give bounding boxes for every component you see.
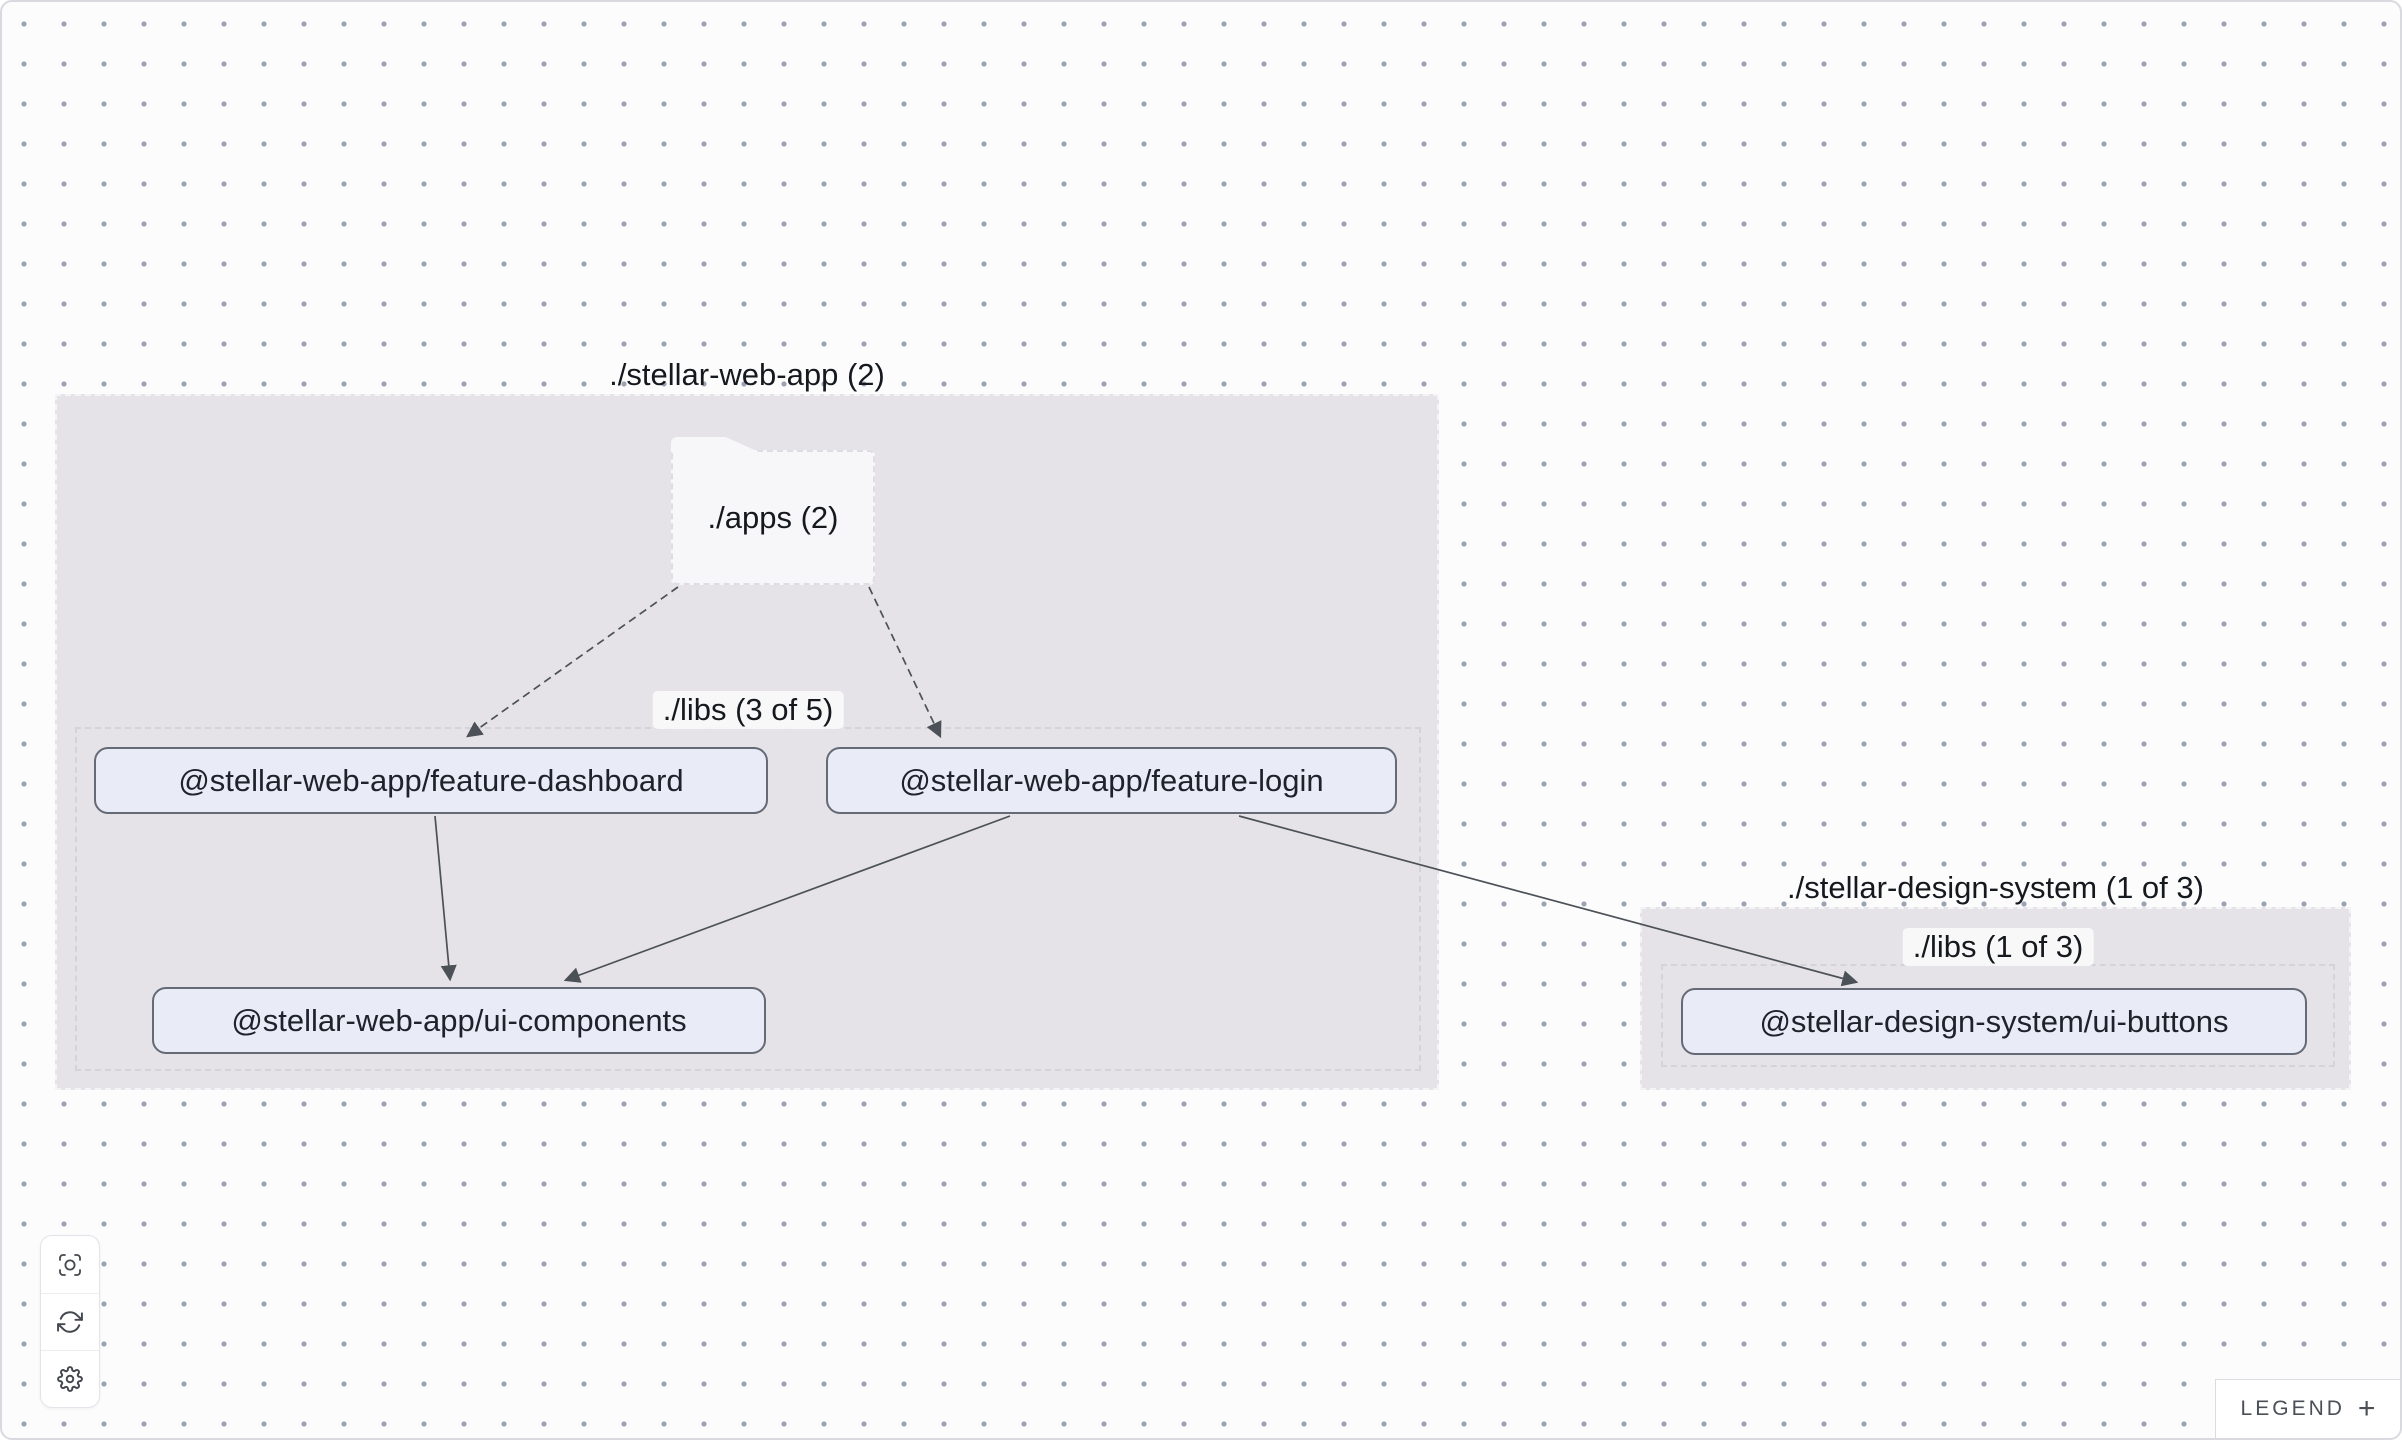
legend-expand-icon: + bbox=[2357, 1392, 2376, 1425]
group-stellar-web-app-title: ./stellar-web-app (2) bbox=[609, 357, 885, 392]
folder-apps-label: ./apps (2) bbox=[707, 499, 839, 535]
node-ui-buttons[interactable]: @stellar-design-system/ui-buttons bbox=[1681, 988, 2307, 1055]
focus-icon bbox=[59, 1253, 81, 1276]
folder-apps[interactable]: ./apps (2) bbox=[671, 437, 875, 585]
group-stellar-design-system-title: ./stellar-design-system (1 of 3) bbox=[1787, 870, 2204, 905]
legend-label: LEGEND bbox=[2240, 1397, 2345, 1420]
legend-panel[interactable]: LEGEND + bbox=[2215, 1379, 2400, 1438]
node-ui-components[interactable]: @stellar-web-app/ui-components bbox=[152, 987, 766, 1054]
node-feature-dashboard-label: @stellar-web-app/feature-dashboard bbox=[178, 762, 684, 798]
focus-button[interactable] bbox=[41, 1236, 99, 1293]
gear-icon bbox=[57, 1366, 83, 1392]
subgroup-web-app-libs-label: ./libs (3 of 5) bbox=[652, 691, 844, 729]
node-ui-components-label: @stellar-web-app/ui-components bbox=[231, 1002, 687, 1038]
subgroup-design-system-libs: ./libs (1 of 3) bbox=[1661, 928, 2335, 1067]
subgroup-web-app-libs: ./libs (3 of 5) bbox=[75, 691, 1421, 1071]
subgroup-design-system-libs-label: ./libs (1 of 3) bbox=[1902, 928, 2094, 966]
node-feature-dashboard[interactable]: @stellar-web-app/feature-dashboard bbox=[94, 747, 768, 814]
refresh-icon bbox=[57, 1311, 83, 1333]
refresh-button[interactable] bbox=[41, 1293, 99, 1350]
node-feature-login-label: @stellar-web-app/feature-login bbox=[899, 762, 1324, 798]
node-feature-login[interactable]: @stellar-web-app/feature-login bbox=[826, 747, 1397, 814]
settings-button[interactable] bbox=[41, 1350, 99, 1407]
canvas-toolbar bbox=[40, 1235, 100, 1408]
node-ui-buttons-label: @stellar-design-system/ui-buttons bbox=[1759, 1003, 2229, 1039]
